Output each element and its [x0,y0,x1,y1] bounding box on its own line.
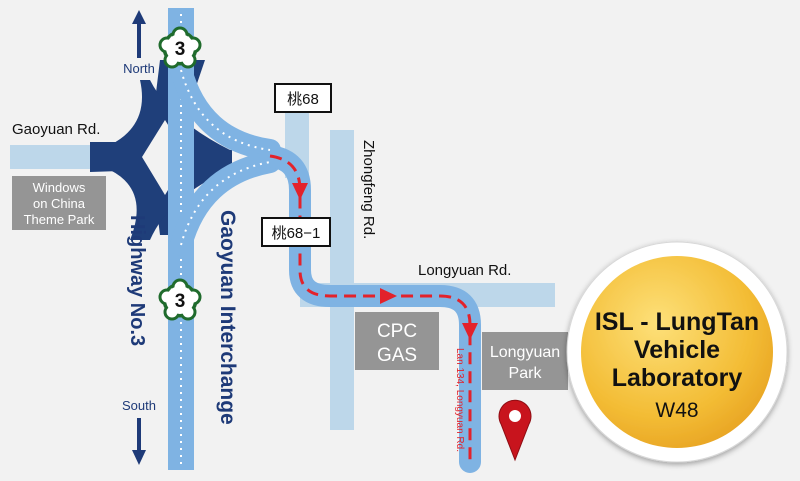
sign-tao68-1-label: 桃68−1 [272,225,321,242]
label-lan134: Lan 134, Longyuan Rd. [454,348,465,452]
route-arrowhead-icon [292,183,308,200]
windows-line-2: on China [33,196,86,211]
windows-line-1: Windows [33,180,86,195]
highway-shield-top: 3 [158,26,202,69]
lab-code: W48 [655,399,698,422]
route-arrowhead-icon [380,288,397,304]
zhongfeng-rd-road [330,130,354,430]
sign-tao68-label: 桃68 [287,91,319,108]
label-gaoyuan-interchange: Gaoyuan Interchange [216,210,239,425]
label-zhongfeng-rd: Zhongfeng Rd. [360,140,377,239]
label-south: South [122,398,156,413]
landmark-cpc-gas: CPC GAS [355,312,439,370]
ramp-dots [180,69,271,246]
shield-number: 3 [175,291,186,312]
park-line-1: Longyuan [490,344,560,361]
label-highway-no3: Highway No.3 [126,215,148,346]
landmark-windows-on-china: Windows on China Theme Park [12,176,106,230]
shield-number: 3 [175,39,186,60]
lab-title-line-2: Vehicle [634,336,720,364]
arrow-down-icon [132,418,146,465]
label-longyuan-rd: Longyuan Rd. [418,262,511,279]
cpc-line-2: GAS [377,345,417,366]
highway-shield-middle: 3 [158,278,202,321]
sign-tao68: 桃68 [274,83,332,113]
location-pin-icon[interactable] [498,399,532,462]
lab-badge[interactable] [566,241,788,463]
windows-line-3: Theme Park [24,212,95,227]
route-path [269,154,478,460]
park-line-2: Park [509,365,543,382]
cpc-line-1: CPC [377,321,417,342]
arrow-up-icon [132,10,146,58]
landmark-longyuan-park: Longyuan Park [482,332,568,390]
interchange [90,60,232,240]
lab-title-line-3: Laboratory [612,364,743,392]
label-gaoyuan-rd: Gaoyuan Rd. [12,121,100,138]
lab-title-line-1: ISL - LungTan [595,308,759,336]
sign-tao68-1: 桃68−1 [261,217,331,247]
route-arrowhead-icon [462,323,478,340]
label-north: North [123,61,155,76]
